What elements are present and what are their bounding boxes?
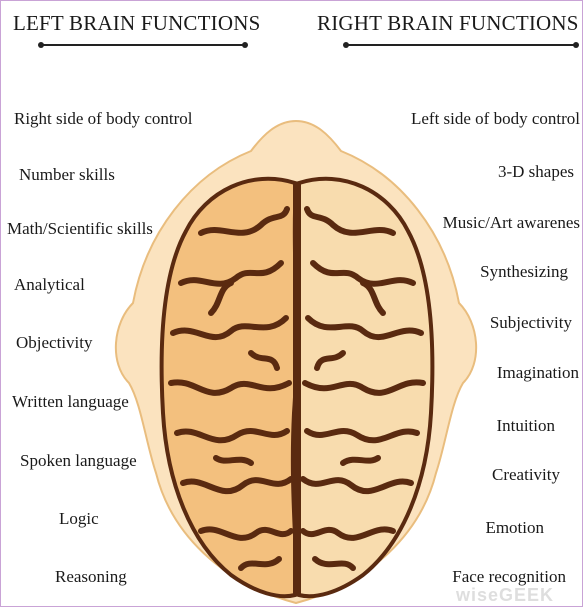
right-item: Creativity <box>492 465 560 484</box>
right-sulci <box>300 206 426 571</box>
brain-illustration <box>115 119 477 605</box>
right-item: Intuition <box>496 416 555 435</box>
right-heading-rule <box>343 42 579 48</box>
right-item: Imagination <box>496 363 579 382</box>
longitudinal-fissure <box>290 184 301 596</box>
right-item: Music/Art awarenes <box>442 213 580 232</box>
left-item: Number skills <box>19 165 115 184</box>
left-item: Written language <box>12 392 129 411</box>
right-item: Subjectivity <box>489 313 572 332</box>
left-heading-rule <box>38 42 248 48</box>
left-item: Spoken language <box>20 451 137 470</box>
right-item: Left side of body control <box>410 109 580 128</box>
left-item: Logic <box>59 509 99 528</box>
right-item: Synthesizing <box>480 262 568 281</box>
right-item: 3-D shapes <box>497 162 574 181</box>
left-sulci <box>168 206 294 571</box>
right-item: Emotion <box>485 518 544 537</box>
watermark-logo: wiseGEEK <box>456 585 555 605</box>
left-item: Reasoning <box>55 567 127 586</box>
left-item: Math/Scientific skills <box>7 219 153 238</box>
right-heading: RIGHT BRAIN FUNCTIONS <box>317 11 579 35</box>
left-item: Right side of body control <box>14 109 193 128</box>
left-heading: LEFT BRAIN FUNCTIONS <box>13 11 261 35</box>
right-item: Face recognition <box>452 567 566 586</box>
left-item: Objectivity <box>16 333 93 352</box>
left-item: Analytical <box>14 275 85 294</box>
